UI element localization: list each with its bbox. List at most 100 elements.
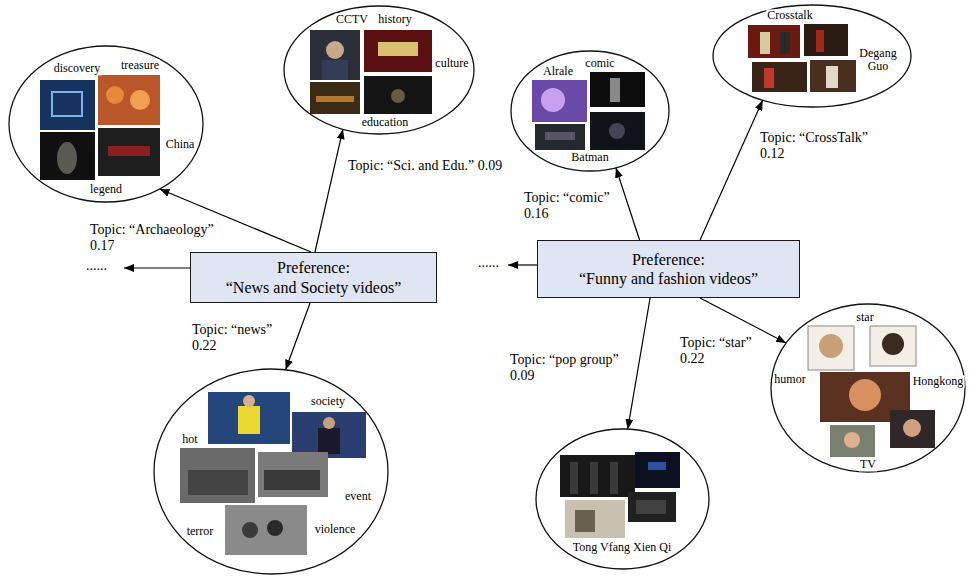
keyword-label: Hongkong	[912, 375, 965, 388]
topic-weight-label: Topic: “Sci. and Edu.” 0.09	[348, 158, 502, 173]
thumbnail-detail	[326, 41, 344, 59]
keyword-label: star	[855, 311, 874, 324]
video-thumbnail	[830, 425, 875, 457]
video-thumbnail	[628, 492, 676, 522]
video-thumbnail	[208, 392, 290, 444]
ellipsis-label: ......	[478, 255, 499, 271]
thumbnail-detail	[610, 78, 620, 102]
thumbnail-detail	[575, 510, 595, 532]
thumbnail-detail	[130, 90, 150, 110]
keyword-label: comic	[584, 57, 615, 70]
video-thumbnail	[225, 505, 307, 555]
video-thumbnail	[590, 72, 645, 107]
thumbnail-detail	[318, 428, 340, 454]
thumbnail-detail	[391, 89, 405, 103]
topic-cluster: Alrale comicBatman	[510, 50, 670, 172]
topic-arrow	[616, 168, 640, 240]
edge-label-box: Topic: “CrossTalk” 0.12	[760, 130, 894, 162]
video-thumbnail	[364, 30, 432, 72]
ellipse-outline	[8, 45, 204, 203]
preference-text: Preference:	[277, 258, 350, 277]
thumbnail-detail	[844, 432, 860, 448]
thumbnail-detail	[108, 146, 150, 156]
keyword-label: Tong Vfang Xien Qi	[572, 541, 673, 554]
thumbnail-detail	[243, 395, 255, 407]
keyword-label: violence	[314, 523, 357, 536]
thumbnail-detail	[826, 66, 838, 88]
thumbnail-detail	[780, 32, 790, 54]
keyword-label: Alrale	[542, 65, 574, 78]
thumbnail-detail	[52, 92, 82, 116]
keyword-label: treasure	[120, 59, 160, 72]
video-thumbnail	[810, 60, 856, 92]
keyword-label: Batman	[570, 151, 609, 164]
video-thumbnail	[590, 112, 645, 150]
thumbnail-detail	[264, 470, 320, 490]
keyword-label: Degang Guo	[858, 47, 897, 73]
keyword-label: discovery	[53, 62, 102, 75]
keyword-label: education	[361, 116, 410, 129]
edge-label-box: Topic: “news” 0.22	[192, 322, 298, 354]
keyword-label: Crosstalk	[766, 9, 813, 22]
thumbnail-detail	[636, 500, 666, 514]
thumbnail-detail	[570, 462, 578, 494]
video-thumbnail	[292, 412, 366, 458]
keyword-label: culture	[434, 57, 469, 70]
preference-box: Preference:“News and Society videos”	[190, 252, 437, 303]
video-thumbnail	[310, 30, 360, 80]
video-thumbnail	[98, 75, 160, 125]
video-thumbnail	[748, 25, 800, 58]
topic-cluster: Tong Vfang Xien Qi	[535, 428, 710, 570]
topic-ellipse	[284, 6, 474, 134]
video-thumbnail	[258, 452, 328, 497]
preference-box: Preference:“Funny and fashion videos”	[537, 240, 800, 298]
topic-weight-label: Topic: “Archaeology” 0.17	[90, 222, 214, 253]
video-thumbnail	[180, 448, 255, 503]
thumbnail-detail	[610, 462, 618, 494]
thumbnail-detail	[849, 379, 881, 411]
topic-ellipse	[771, 304, 965, 472]
topic-weight-label: Topic: “comic” 0.16	[524, 190, 610, 221]
video-thumbnail	[804, 24, 848, 56]
thumbnail-detail	[590, 462, 598, 494]
video-thumbnail	[532, 80, 587, 122]
topic-ellipse	[154, 369, 388, 574]
keyword-label: CCTV	[335, 13, 369, 26]
topic-weight-label: Topic: “pop group” 0.09	[510, 352, 619, 383]
topic-arrow	[700, 100, 763, 240]
topic-cluster: discovery treasureChina legend	[8, 45, 204, 203]
topic-arrow	[628, 298, 650, 429]
edge-label-box: Topic: “Archaeology” 0.17	[90, 222, 239, 254]
keyword-label: terror	[186, 525, 215, 538]
keyword-label: China	[165, 138, 196, 151]
thumbnail-detail	[609, 123, 625, 139]
video-thumbnail	[560, 455, 635, 497]
edge-label-box: Topic: “comic” 0.16	[524, 190, 635, 222]
video-thumbnail	[40, 132, 95, 180]
preference-text: “News and Society videos”	[226, 278, 402, 297]
topic-ellipse	[9, 46, 203, 202]
topic-ellipse	[713, 5, 911, 107]
thumbnail-detail	[545, 132, 575, 140]
keyword-label: humor	[773, 373, 806, 386]
ellipsis-label: ......	[86, 258, 107, 274]
thumbnail-detail	[760, 32, 770, 54]
topic-weight-label: Topic: “CrossTalk” 0.12	[760, 130, 868, 161]
keyword-label: hot	[181, 433, 198, 446]
edge-label-box: Topic: “pop group” 0.09	[510, 352, 644, 384]
topic-weight-label: Topic: “star” 0.22	[680, 335, 752, 366]
thumbnail-detail	[903, 419, 921, 437]
topic-cluster: CCTVhistorycultureeducation	[283, 5, 475, 135]
more-arrow	[508, 264, 537, 265]
thumbnail-detail	[322, 60, 348, 80]
video-thumbnail	[98, 128, 160, 176]
topic-ellipse	[511, 51, 669, 171]
thumbnail-detail	[819, 334, 843, 358]
keyword-label: legend	[89, 183, 123, 196]
topic-arrow	[160, 189, 311, 252]
video-thumbnail	[310, 82, 360, 114]
thumbnail-detail	[764, 68, 774, 88]
topic-ellipse	[536, 429, 709, 569]
keyword-label: TV	[859, 458, 877, 471]
